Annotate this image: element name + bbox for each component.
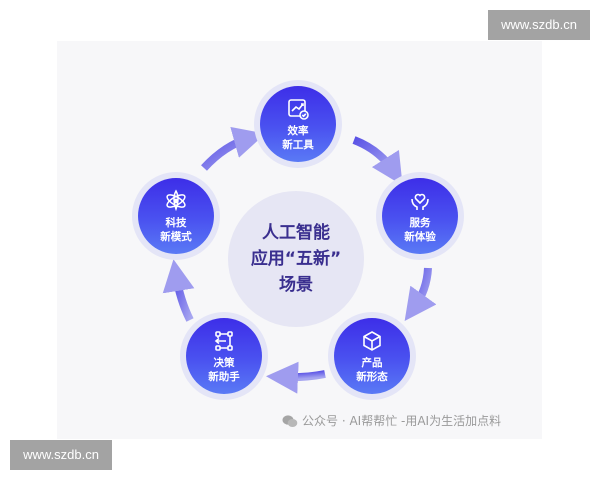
cube-icon (363, 330, 381, 351)
arrow-product-to-decision (266, 361, 326, 394)
node-service: 服务 新体验 (382, 178, 458, 254)
node-efficiency-line2: 新工具 (282, 138, 314, 151)
arrow-efficiency-to-service (352, 136, 403, 186)
node-efficiency-line1: 效率 (287, 124, 309, 137)
node-decision: 决策 新助手 (186, 318, 262, 394)
watermark-bottom: www.szdb.cn (10, 440, 112, 470)
wechat-icon (282, 414, 298, 427)
watermark-top: www.szdb.cn (488, 10, 590, 40)
node-technology-line2: 新模式 (160, 230, 192, 243)
hands-heart-icon (411, 193, 429, 210)
atom-icon (166, 188, 186, 211)
node-product-line2: 新形态 (356, 370, 388, 383)
node-decision-line2: 新助手 (208, 370, 240, 383)
node-technology-line1: 科技 (165, 216, 187, 229)
node-efficiency: 效率 新工具 (260, 86, 336, 162)
node-service-line2: 新体验 (404, 230, 436, 243)
node-service-line1: 服务 (409, 216, 431, 229)
arrow-decision-to-tech (162, 259, 195, 322)
arrow-service-to-product (404, 267, 437, 321)
node-product: 产品 新形态 (334, 318, 410, 394)
chart-check-icon (288, 98, 309, 120)
center-title-line3: 场景 (279, 275, 313, 295)
node-decision-line1: 决策 (213, 356, 235, 369)
flow-nodes-icon (214, 330, 233, 351)
node-technology: 科技 新模式 (138, 178, 214, 254)
source-footer: 公众号 · AI帮帮忙 -用AI为生活加点料 (282, 412, 501, 429)
arrow-tech-to-efficiency (201, 126, 266, 171)
footer-text: 公众号 · AI帮帮忙 -用AI为生活加点料 (302, 414, 502, 428)
center-title-line2: 应用“五新” (250, 249, 342, 269)
center-title-line1: 人工智能 (262, 223, 330, 243)
node-product-line1: 产品 (361, 356, 383, 369)
center-hub: 人工智能 应用“五新” 场景 (228, 191, 364, 327)
